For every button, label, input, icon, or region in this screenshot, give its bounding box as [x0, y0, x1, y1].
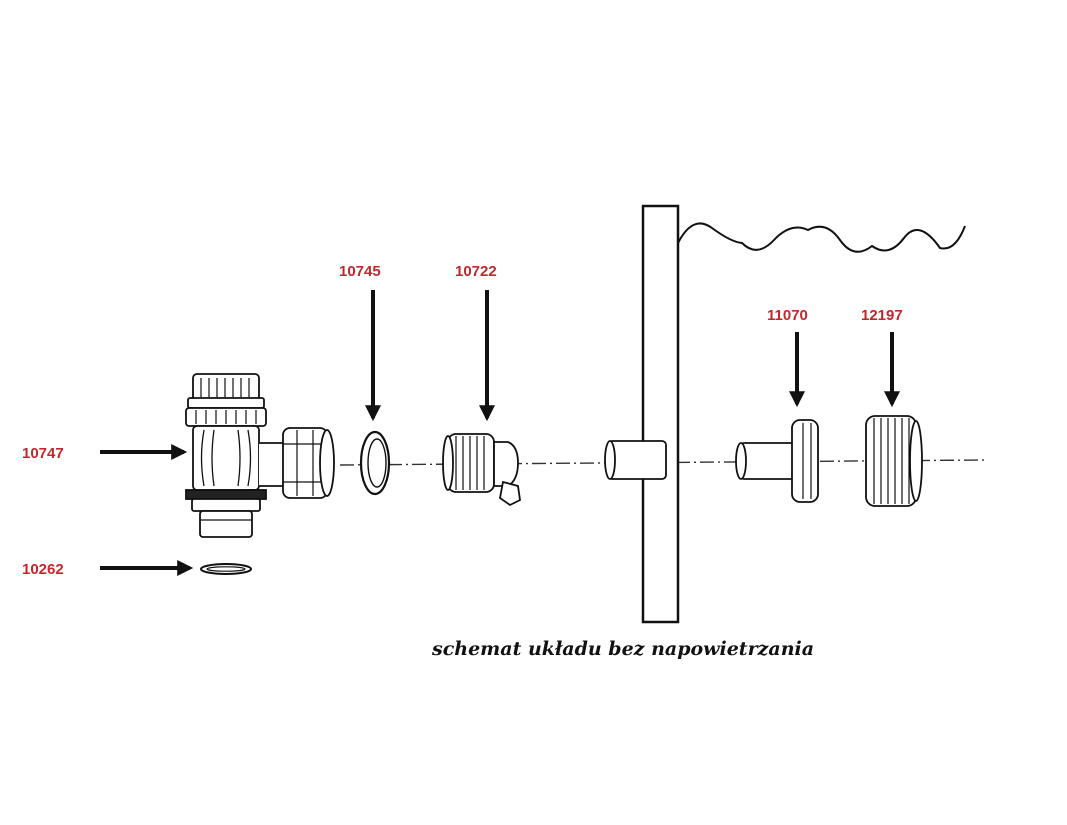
part-label-10262: 10262 [22, 561, 64, 578]
part-12197-nut [865, 415, 923, 507]
part-10747-valve-body [185, 373, 335, 538]
wall-through-pipe [604, 440, 667, 480]
part-label-10747: 10747 [22, 445, 64, 462]
part-11070-flange [735, 419, 819, 503]
diagram-caption: schemat układu bez napowietrzania [431, 638, 814, 660]
part-label-10745: 10745 [339, 263, 381, 280]
part-label-11070: 11070 [767, 307, 808, 324]
part-label-10722: 10722 [455, 263, 497, 280]
part-10745-gasket [359, 430, 391, 496]
part-label-12197: 12197 [861, 307, 903, 324]
part-10262-o-ring [200, 563, 252, 575]
pool-wall [641, 204, 680, 624]
part-10722-connector [442, 433, 521, 507]
water-surface-wave [677, 222, 966, 253]
